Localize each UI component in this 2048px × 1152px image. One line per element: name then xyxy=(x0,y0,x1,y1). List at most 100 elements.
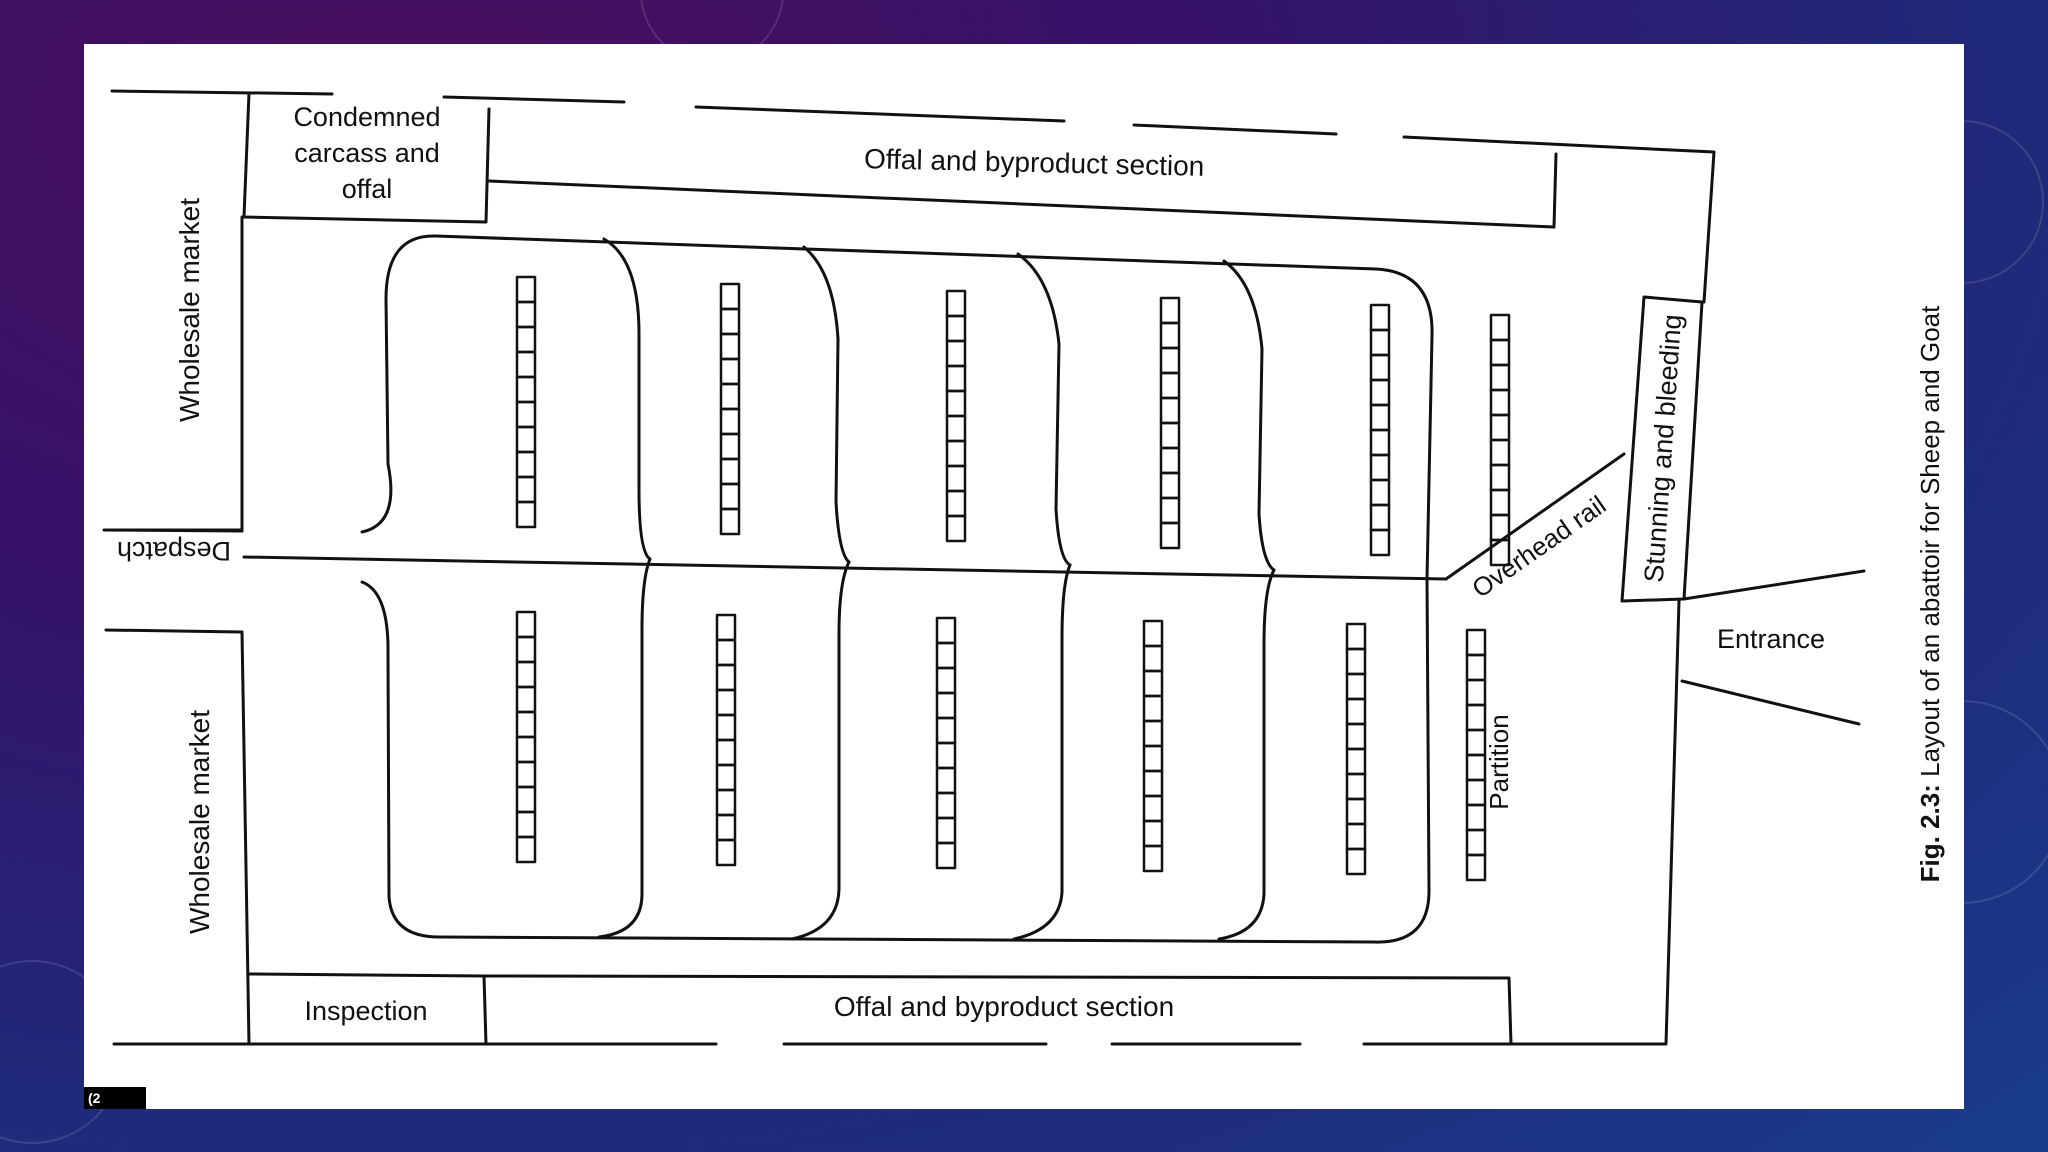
hanger-slot xyxy=(719,357,741,386)
hanger-slot xyxy=(1142,794,1164,823)
hanger-slot xyxy=(1369,503,1391,532)
hanger-slot xyxy=(515,300,537,329)
hanger-rack xyxy=(1159,296,1181,550)
hanger-slot xyxy=(945,339,967,368)
hanger-slot xyxy=(1465,828,1487,857)
hanger-slot xyxy=(715,688,737,717)
partition-label: Partition xyxy=(1484,714,1514,809)
hanger-slot xyxy=(1142,694,1164,723)
hanger-slot xyxy=(1369,428,1391,457)
wholesale-market-top-label: Wholesale market xyxy=(174,198,205,422)
hanger-rack xyxy=(945,289,967,543)
hanger-slot xyxy=(1465,803,1487,832)
hanger-rack xyxy=(1465,628,1487,882)
hanger-slot xyxy=(715,663,737,692)
hanger-slot xyxy=(1345,672,1367,701)
hanger-slot xyxy=(1465,853,1487,882)
inspection-label: Inspection xyxy=(304,996,427,1026)
hanger-slot xyxy=(715,713,737,742)
hanger-rack xyxy=(515,275,537,529)
hanger-slot xyxy=(935,616,957,645)
hanger-slot xyxy=(515,660,537,689)
offal-section-top-label: Offal and byproduct section xyxy=(864,143,1205,182)
wholesale-market-top-room xyxy=(112,215,244,532)
hanger-slot xyxy=(719,407,741,436)
hanger-slot xyxy=(719,457,741,486)
hanger-slot xyxy=(1159,446,1181,475)
hanger-slot xyxy=(1345,772,1367,801)
hanger-slot xyxy=(1345,747,1367,776)
hanger-slot xyxy=(715,788,737,817)
hanger-slot xyxy=(1489,313,1511,342)
hanger-slot xyxy=(945,289,967,318)
hanger-rack xyxy=(515,610,537,864)
hanger-slot xyxy=(1142,819,1164,848)
carcass-hanger-racks xyxy=(515,275,1511,882)
condemned-label-line1: Condemned xyxy=(293,102,440,132)
offal-section-top-room xyxy=(487,152,1558,229)
entrance-label: Entrance xyxy=(1717,624,1825,654)
hanger-slot xyxy=(1159,321,1181,350)
hanger-slot xyxy=(1369,403,1391,432)
hanger-slot xyxy=(715,638,737,667)
hanger-rack xyxy=(1369,303,1391,557)
hanger-slot xyxy=(715,613,737,642)
hanger-slot xyxy=(515,375,537,404)
hanger-slot xyxy=(515,400,537,429)
despatch-label: Despatch xyxy=(117,536,231,566)
hanger-slot xyxy=(1345,722,1367,751)
hanger-slot xyxy=(935,716,957,745)
hanger-slot xyxy=(1369,328,1391,357)
hanger-slot xyxy=(935,741,957,770)
hanger-slot xyxy=(1369,303,1391,332)
hanger-slot xyxy=(515,500,537,529)
hanger-slot xyxy=(515,475,537,504)
hanger-slot xyxy=(1489,338,1511,367)
offal-section-bottom-label: Offal and byproduct section xyxy=(834,991,1174,1022)
hanger-slot xyxy=(1369,478,1391,507)
hanger-slot xyxy=(1345,847,1367,876)
hanger-slot xyxy=(715,838,737,867)
hanger-slot xyxy=(1489,538,1511,567)
hanger-slot xyxy=(1142,744,1164,773)
hanger-slot xyxy=(935,691,957,720)
condemned-label-line2: carcass and xyxy=(294,138,440,168)
hanger-slot xyxy=(719,507,741,536)
hanger-slot xyxy=(945,414,967,443)
hanger-slot xyxy=(1489,363,1511,392)
hanger-slot xyxy=(515,635,537,664)
rail-loop-top xyxy=(360,234,1434,581)
hanger-slot xyxy=(515,610,537,639)
hanger-rack xyxy=(1345,622,1367,876)
hanger-slot xyxy=(515,760,537,789)
hanger-slot xyxy=(1369,528,1391,557)
hanger-slot xyxy=(715,738,737,767)
hanger-slot xyxy=(945,514,967,543)
hanger-slot xyxy=(1345,622,1367,651)
hanger-rack xyxy=(1142,619,1164,873)
hanger-slot xyxy=(1465,778,1487,807)
outer-walls xyxy=(102,89,1866,1046)
hanger-slot xyxy=(715,763,737,792)
hanger-slot xyxy=(1142,669,1164,698)
stunning-label: Stunning and bleeding xyxy=(1639,313,1688,583)
hanger-slot xyxy=(1465,703,1487,732)
figure-caption-text: Layout of an abattoir for Sheep and Goat xyxy=(1915,305,1945,784)
condemned-label-line3: offal xyxy=(342,174,393,204)
hanger-slot xyxy=(515,785,537,814)
hanger-slot xyxy=(1489,388,1511,417)
hanger-slot xyxy=(1345,647,1367,676)
hanger-slot xyxy=(515,325,537,354)
hanger-rack xyxy=(935,616,957,870)
hanger-slot xyxy=(515,425,537,454)
hanger-slot xyxy=(935,841,957,870)
rail-loop-bottom xyxy=(360,557,1431,944)
hanger-slot xyxy=(1345,822,1367,851)
overhead-rail-label: Overhead rail xyxy=(1466,490,1611,604)
hanger-slot xyxy=(719,382,741,411)
hanger-slot xyxy=(935,666,957,695)
hanger-slot xyxy=(1159,396,1181,425)
hanger-rack xyxy=(1489,313,1511,567)
hanger-slot xyxy=(1159,296,1181,325)
hanger-slot xyxy=(719,482,741,511)
